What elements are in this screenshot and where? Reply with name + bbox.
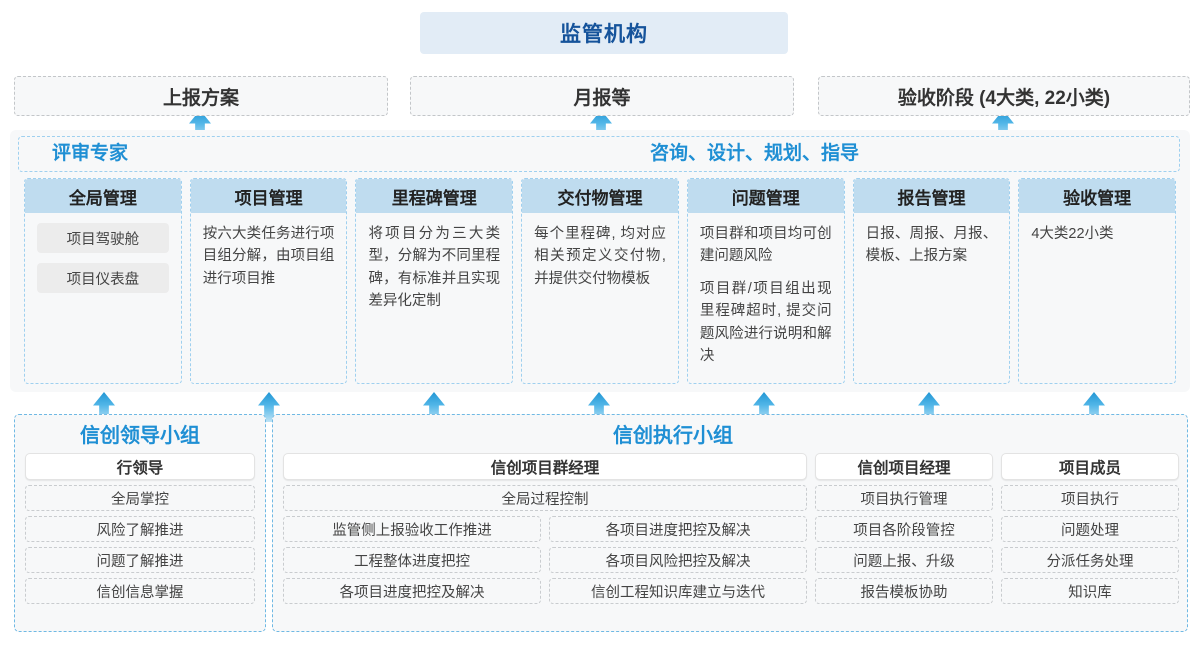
node-label: 月报等 <box>573 87 631 109</box>
role-column-project-member: 项目成员 项目执行 问题处理 分派任务处理 知识库 <box>1001 453 1179 604</box>
task-item[interactable]: 各项目进度把控及解决 <box>283 578 541 604</box>
column-header: 报告管理 <box>853 179 1010 213</box>
management-columns: 全局管理 项目驾驶舱 项目仪表盘 项目管理 按六大类任务进行项目组分解，由项目组… <box>24 178 1177 384</box>
column-milestone-management[interactable]: 里程碑管理 将项目分为三大类型，分解为不同里程碑，有标准并且实现差异化定制 <box>355 178 514 384</box>
node-label: 上报方案 <box>162 87 239 109</box>
task-item[interactable]: 知识库 <box>1001 578 1179 604</box>
column-paragraph: 每个里程碑, 均对应相关预定义交付物, 并提供交付物模板 <box>534 226 666 287</box>
column-paragraph: 4大类22小类 <box>1031 226 1114 242</box>
column-header: 全局管理 <box>25 179 181 213</box>
task-item[interactable]: 问题处理 <box>1001 516 1179 542</box>
node-label: 验收阶段 (4大类, 22小类) <box>897 87 1111 109</box>
node-report-plan: 上报方案 <box>14 76 388 116</box>
column-body: 4大类22小类 <box>1019 213 1175 383</box>
column-project-management[interactable]: 项目管理 按六大类任务进行项目组分解，由项目组进行项目推 <box>189 178 348 384</box>
column-paragraph: 项目群/项目组出现里程碑超时, 提交问题风险进行说明和解决 <box>699 280 832 365</box>
banner-label-review-expert: 评审专家 <box>52 143 129 164</box>
task-item[interactable]: 工程整体进度把控 <box>283 547 541 573</box>
program-manager-left-tasks: 监管侧上报验收工作推进 工程整体进度把控 各项目进度把控及解决 <box>283 511 541 604</box>
task-item[interactable]: 各项目进度把控及解决 <box>549 516 807 542</box>
column-issue-management[interactable]: 问题管理 项目群和项目均可创建问题风险 项目群/项目组出现里程碑超时, 提交问题… <box>686 178 845 384</box>
group-title: 信创执行小组 <box>613 425 733 447</box>
middle-panel: 评审专家 咨询、设计、规划、指导 全局管理 项目驾驶舱 项目仪表盘 项目管理 按… <box>10 130 1190 392</box>
node-acceptance-stage: 验收阶段 (4大类, 22小类) <box>818 76 1190 116</box>
program-manager-subcolumns: 监管侧上报验收工作推进 工程整体进度把控 各项目进度把控及解决 各项目进度把控及… <box>283 511 807 604</box>
column-global-management[interactable]: 全局管理 项目驾驶舱 项目仪表盘 <box>24 178 182 384</box>
column-report-management[interactable]: 报告管理 日报、周报、月报、模板、上报方案 <box>852 178 1011 384</box>
role-project-member[interactable]: 项目成员 <box>1001 453 1179 480</box>
column-header: 问题管理 <box>687 179 844 213</box>
column-body: 按六大类任务进行项目组分解，由项目组进行项目推 <box>191 213 347 383</box>
column-deliverable-management[interactable]: 交付物管理 每个里程碑, 均对应相关预定义交付物, 并提供交付物模板 <box>521 178 679 384</box>
role-program-manager[interactable]: 信创项目群经理 <box>283 453 807 480</box>
column-header: 交付物管理 <box>522 179 678 213</box>
column-paragraph: 将项目分为三大类型，分解为不同里程碑，有标准并且实现差异化定制 <box>368 226 501 310</box>
task-item[interactable]: 信创工程知识库建立与迭代 <box>549 578 807 604</box>
role-column-project-manager: 信创项目经理 项目执行管理 项目各阶段管控 问题上报、升级 报告模板协助 <box>815 453 993 604</box>
task-item[interactable]: 风险了解推进 <box>25 516 255 542</box>
task-item[interactable]: 项目各阶段管控 <box>815 516 993 542</box>
node-monthly-report: 月报等 <box>410 76 794 116</box>
group-leader: 信创领导小组 行领导 全局掌控 风险了解推进 问题了解推进 信创信息掌握 <box>14 414 266 632</box>
pill-item[interactable]: 项目驾驶舱 <box>37 223 169 253</box>
column-body: 项目驾驶舱 项目仪表盘 <box>25 213 181 383</box>
banner-label-consulting: 咨询、设计、规划、指导 <box>650 143 860 164</box>
column-body: 每个里程碑, 均对应相关预定义交付物, 并提供交付物模板 <box>522 213 678 383</box>
node-regulatory-authority: 监管机构 <box>420 12 788 54</box>
task-item[interactable]: 项目执行 <box>1001 485 1179 511</box>
column-header: 里程碑管理 <box>356 179 513 213</box>
column-header: 项目管理 <box>190 179 347 213</box>
task-item[interactable]: 全局掌控 <box>25 485 255 511</box>
task-item[interactable]: 全局过程控制 <box>283 485 807 511</box>
column-paragraph: 按六大类任务进行项目组分解，由项目组进行项目推 <box>202 226 335 287</box>
task-item[interactable]: 报告模板协助 <box>815 578 993 604</box>
task-item[interactable]: 监管侧上报验收工作推进 <box>283 516 541 542</box>
column-paragraph: 项目群和项目均可创建问题风险 <box>699 226 832 265</box>
task-item[interactable]: 分派任务处理 <box>1001 547 1179 573</box>
column-body: 日报、周报、月报、模板、上报方案 <box>854 213 1010 383</box>
middle-banner <box>18 136 1180 172</box>
task-item[interactable]: 信创信息掌握 <box>25 578 255 604</box>
program-manager-right-tasks: 各项目进度把控及解决 各项目风险把控及解决 信创工程知识库建立与迭代 <box>549 511 807 604</box>
task-item[interactable]: 问题了解推进 <box>25 547 255 573</box>
role-bank-leader[interactable]: 行领导 <box>25 453 255 480</box>
task-item[interactable]: 各项目风险把控及解决 <box>549 547 807 573</box>
group-title: 信创领导小组 <box>80 425 200 447</box>
role-column-program-manager: 信创项目群经理 全局过程控制 监管侧上报验收工作推进 工程整体进度把控 各项目进… <box>283 453 807 604</box>
pill-item[interactable]: 项目仪表盘 <box>37 263 169 293</box>
node-label: 监管机构 <box>560 23 648 46</box>
execution-columns: 信创项目群经理 全局过程控制 监管侧上报验收工作推进 工程整体进度把控 各项目进… <box>283 453 1179 604</box>
column-header: 验收管理 <box>1019 179 1176 213</box>
column-paragraph: 日报、周报、月报、模板、上报方案 <box>865 226 998 265</box>
column-acceptance-management[interactable]: 验收管理 4大类22小类 <box>1018 178 1177 384</box>
role-project-manager[interactable]: 信创项目经理 <box>815 453 993 480</box>
column-body: 项目群和项目均可创建问题风险 项目群/项目组出现里程碑超时, 提交问题风险进行说… <box>688 213 844 383</box>
task-item[interactable]: 项目执行管理 <box>815 485 993 511</box>
task-item[interactable]: 问题上报、升级 <box>815 547 993 573</box>
column-body: 将项目分为三大类型，分解为不同里程碑，有标准并且实现差异化定制 <box>356 213 512 383</box>
group-execution: 信创执行小组 信创项目群经理 全局过程控制 监管侧上报验收工作推进 工程整体进度… <box>272 414 1188 632</box>
